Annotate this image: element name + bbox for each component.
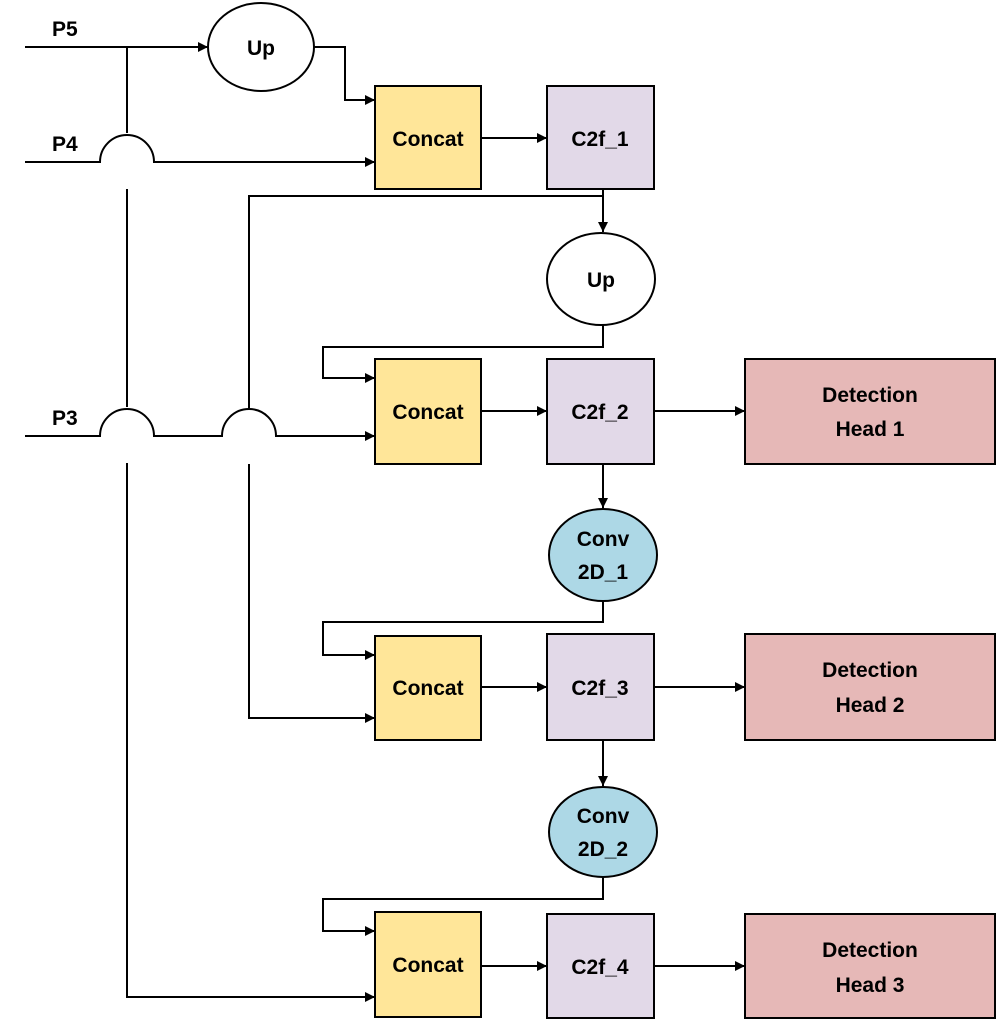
detection-head-label-line2: Head 3 [836, 974, 905, 997]
c2f-label: C2f_3 [571, 677, 628, 700]
conv2-to-concat4-arrow [322, 877, 604, 936]
c2f1-skip-to-concat3-arrow [248, 195, 603, 718]
c2f-label: C2f_4 [571, 956, 629, 979]
c2f-node-3: C2f_3 [546, 633, 655, 741]
concat-label: Concat [392, 401, 463, 424]
c2f-node-4: C2f_4 [546, 913, 655, 1019]
detection-head-2: Detection Head 2 [744, 633, 996, 741]
concat-node-4: Concat [374, 911, 482, 1018]
detection-head-label-line1: Detection [822, 384, 918, 407]
concat-label: Concat [392, 128, 463, 151]
conv2d-label-line2: 2D_2 [578, 838, 628, 861]
up-to-concat1-arrow [314, 46, 375, 105]
detection-head-label-line1: Detection [822, 939, 918, 962]
c2f-node-1: C2f_1 [546, 85, 655, 190]
concat-node-1: Concat [374, 85, 482, 190]
p4-to-concat1-arrow [25, 134, 375, 167]
detection-head-1: Detection Head 1 [744, 358, 996, 465]
conv2d-node-1: Conv 2D_1 [548, 508, 658, 602]
conv2d-label-line1: Conv [577, 805, 630, 828]
upsample-label: Up [247, 37, 275, 60]
upsample-node-1: Up [207, 2, 315, 92]
detection-head-label-line2: Head 2 [836, 694, 905, 717]
c2f-node-2: C2f_2 [546, 358, 655, 465]
input-label-p4: P4 [52, 133, 78, 156]
c2f-label: C2f_2 [571, 401, 628, 424]
concat-label: Concat [392, 954, 463, 977]
upsample-label: Up [587, 269, 615, 292]
concat-node-2: Concat [374, 358, 482, 465]
conv2d-node-2: Conv 2D_2 [548, 786, 658, 878]
up2-to-concat2-arrow [322, 325, 604, 383]
c2f-label: C2f_1 [571, 128, 629, 151]
concat-node-3: Concat [374, 635, 482, 741]
detection-head-label-line2: Head 1 [836, 418, 905, 441]
detection-head-label-line1: Detection [822, 659, 918, 682]
connections [25, 42, 745, 997]
detection-head-3: Detection Head 3 [744, 913, 996, 1019]
conv1-to-concat3-arrow [322, 601, 604, 660]
p5-skip-to-concat4-arrow [126, 47, 375, 997]
input-label-p3: P3 [52, 407, 78, 430]
concat-label: Concat [392, 677, 463, 700]
upsample-node-2: Up [546, 232, 656, 326]
input-label-p5: P5 [52, 18, 78, 41]
conv2d-label-line2: 2D_1 [578, 561, 629, 584]
p3-to-concat2-arrow [25, 408, 375, 441]
conv2d-label-line1: Conv [577, 528, 630, 551]
